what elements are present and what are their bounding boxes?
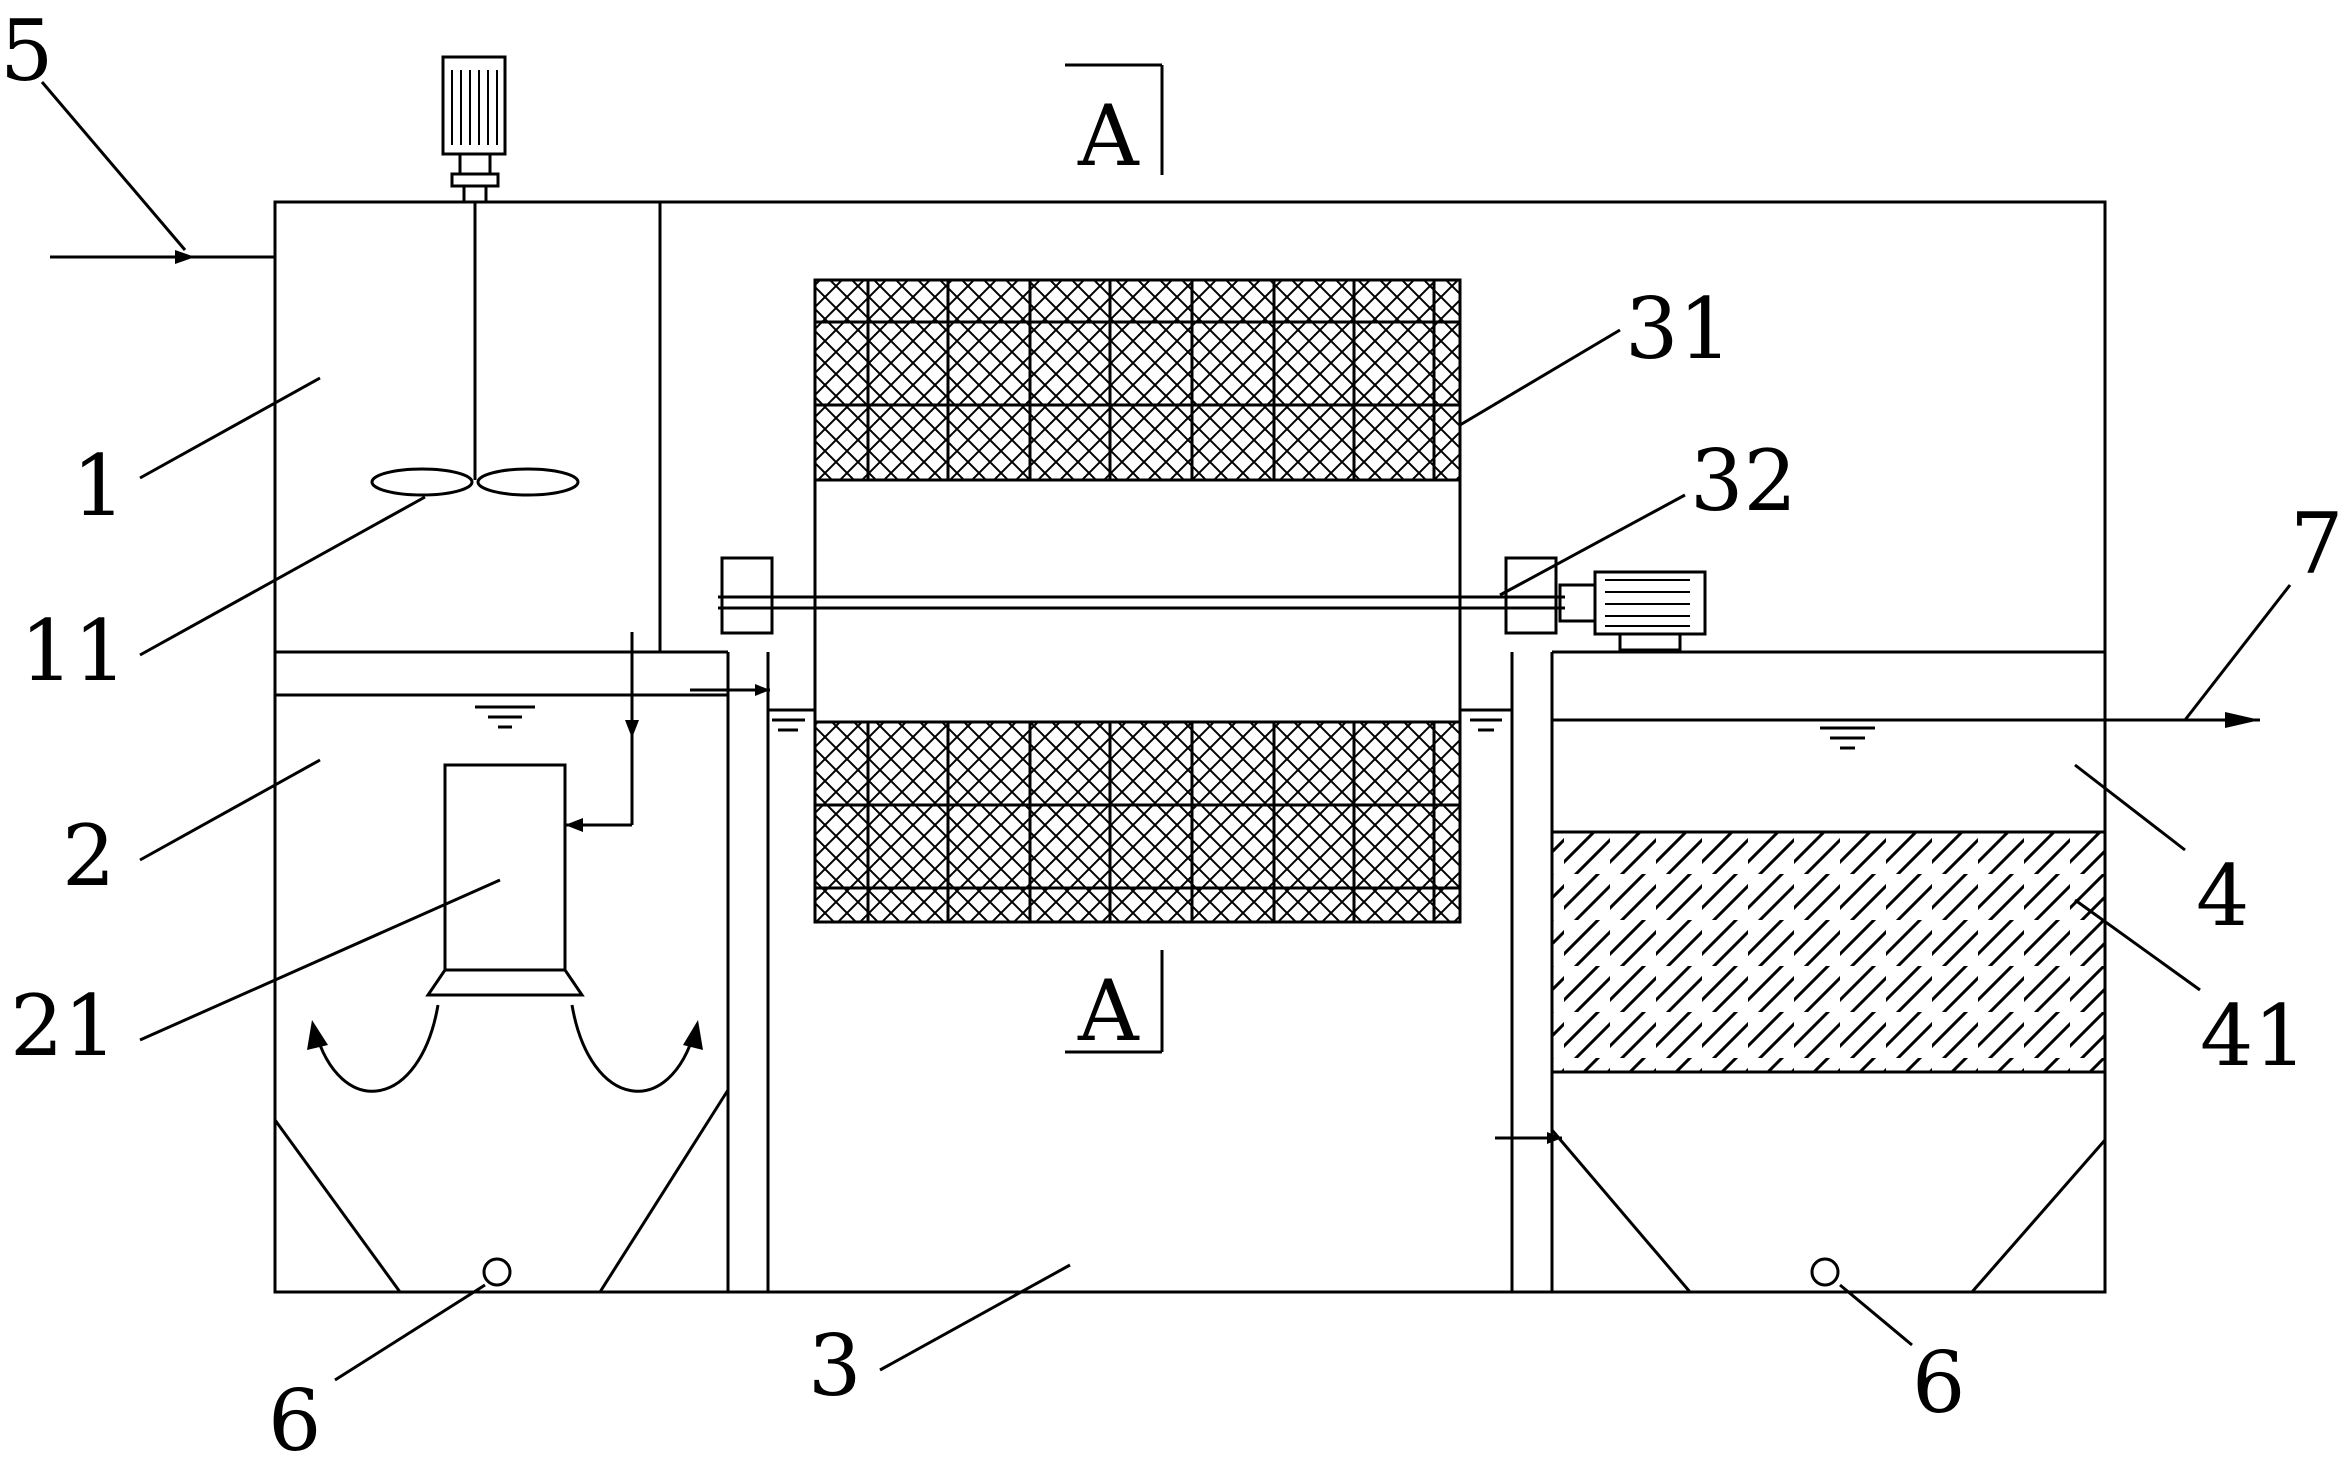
- flow-arrow-2-to-3: [690, 684, 770, 696]
- label-main-tank: 3: [808, 1317, 861, 1415]
- section-label-top: A: [1077, 87, 1140, 185]
- label-filter-tank: 4: [2196, 847, 2249, 945]
- drive-motor: [1558, 570, 1707, 652]
- drum-shaft: [718, 556, 1565, 635]
- filter-drum: [813, 278, 1462, 924]
- water-level-4: [1820, 726, 1875, 750]
- water-level-3: [768, 708, 1512, 732]
- label-drain-right: 6: [1912, 1334, 1965, 1432]
- leader-lines: [139, 328, 2201, 1382]
- sludge-hopper-left: [273, 1089, 730, 1293]
- label-shaft: 32: [1690, 432, 1797, 530]
- label-drain-left: 6: [268, 1372, 321, 1464]
- label-filter-drum: 31: [1625, 280, 1732, 378]
- label-filter-media: 41: [2200, 987, 2307, 1085]
- center-pipe: [425, 763, 585, 997]
- label-settling-tank: 2: [62, 807, 115, 905]
- label-agitator: 11: [20, 602, 127, 700]
- label-outlet: 7: [2290, 495, 2343, 593]
- section-mark-top: A: [1065, 63, 1164, 185]
- label-mixing-tank: 1: [72, 437, 125, 535]
- agitator-motor: [441, 55, 507, 204]
- sludge-hopper-right: [1550, 1129, 2107, 1293]
- agitator: [370, 202, 580, 497]
- flow-arrow-3-to-4: [1495, 1132, 1562, 1144]
- flow-arrows: [307, 1004, 703, 1093]
- label-inlet: 5: [0, 2, 53, 100]
- water-level-2: [475, 705, 535, 729]
- transfer-pipe: [565, 632, 639, 832]
- filter-media: [1550, 830, 2107, 1074]
- label-center-pipe: 21: [10, 977, 117, 1075]
- section-mark-bottom: A: [1065, 950, 1164, 1060]
- tank-outline: [273, 200, 2107, 1294]
- outlet-pipe: [1552, 584, 2292, 728]
- section-label-bottom: A: [1077, 962, 1140, 1060]
- inlet-pipe: [40, 81, 275, 264]
